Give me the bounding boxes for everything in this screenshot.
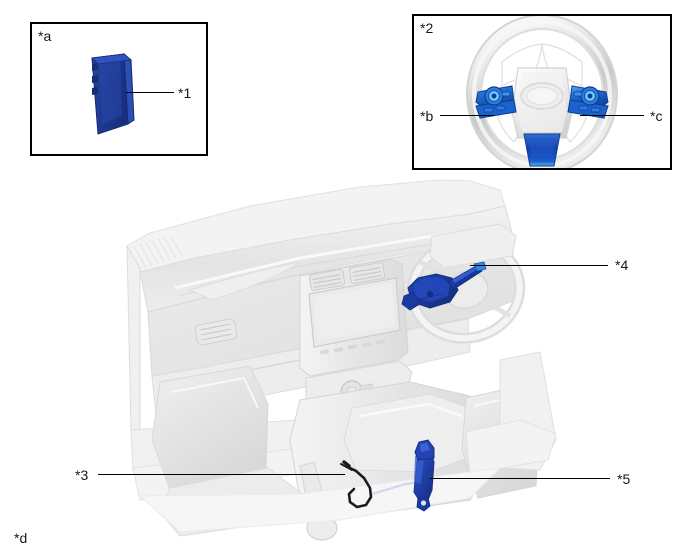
leader-line-5 bbox=[430, 478, 610, 479]
hvac-panel bbox=[305, 360, 413, 419]
side-air-vent bbox=[194, 318, 238, 346]
callout-label-b: *b bbox=[420, 108, 434, 124]
inset-2-artwork bbox=[466, 16, 618, 168]
leader-line-3 bbox=[98, 474, 345, 475]
center-stack bbox=[299, 258, 409, 377]
inset-box-2: *2 *b *c bbox=[412, 14, 672, 170]
callout-label-4: *4 bbox=[615, 257, 629, 273]
inset-label-2: *2 bbox=[420, 20, 434, 36]
parking-brake-lever-highlight bbox=[413, 439, 435, 512]
leader-line-c bbox=[580, 115, 644, 116]
steering-switch-left bbox=[475, 85, 517, 119]
leader-line-4 bbox=[470, 265, 608, 266]
callout-label-5: *5 bbox=[617, 471, 631, 487]
callout-label-c: *c bbox=[650, 108, 663, 124]
release-cable-tip bbox=[340, 460, 353, 471]
inset-label-a: *a bbox=[38, 28, 52, 44]
combination-switch-highlight bbox=[401, 261, 487, 311]
inset-box-a: *1 *a bbox=[30, 22, 208, 156]
callout-label-3: *3 bbox=[75, 467, 89, 483]
leader-line-b bbox=[440, 115, 494, 116]
control-module-part bbox=[91, 52, 135, 135]
cabin-body bbox=[126, 179, 557, 541]
leader-line-1 bbox=[126, 92, 174, 93]
callout-label-1: *1 bbox=[178, 85, 192, 101]
inset-a-artwork bbox=[91, 52, 135, 135]
steering-wheel-main bbox=[406, 236, 526, 344]
footer-label-d: *d bbox=[14, 530, 28, 546]
steering-switch-right bbox=[567, 85, 609, 119]
release-cable-hook bbox=[346, 465, 373, 509]
